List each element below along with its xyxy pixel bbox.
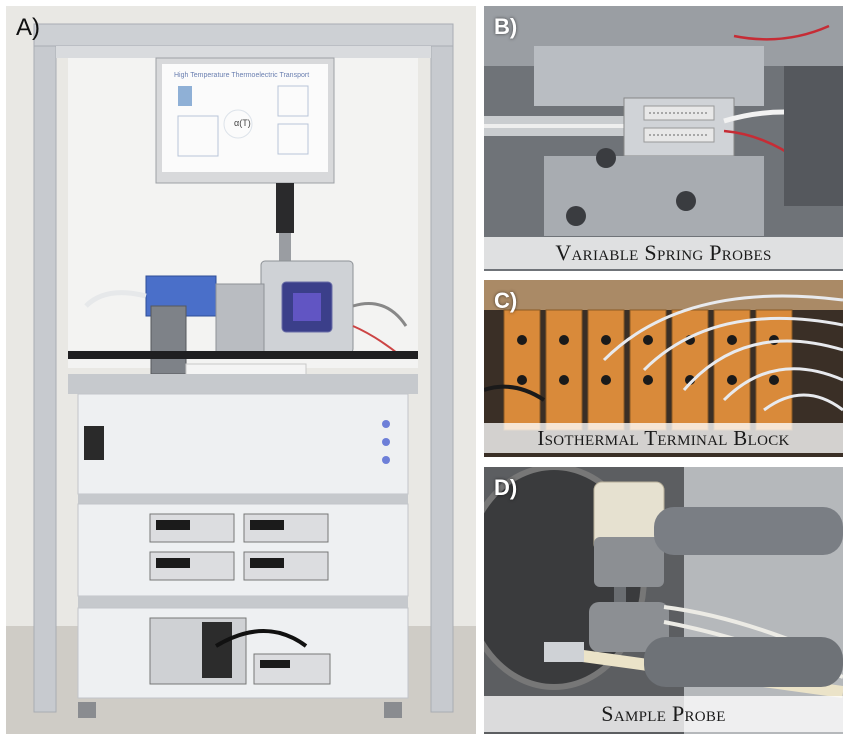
panel-c-label: C) — [494, 288, 518, 313]
frame-post-left — [33, 23, 57, 713]
panel-b-spring-probes: B) Variable Spring Probes — [484, 6, 843, 271]
panel-b-label: B) — [494, 14, 518, 39]
sample-probe-photo — [484, 467, 843, 734]
panel-a-instrument-rack: A) High Temperature Thermoelectric Trans… — [6, 6, 476, 734]
monitor-formula: α(T) — [234, 118, 251, 128]
panel-c-terminal-block: C) Isothermal Terminal Block — [484, 280, 843, 457]
meter-drawer — [77, 503, 409, 597]
panel-d-caption: Sample Probe — [484, 696, 843, 732]
panel-d-sample-probe: D) Sample Probe — [484, 467, 843, 734]
panel-b-caption: Variable Spring Probes — [484, 237, 843, 269]
panel-d-label: D) — [494, 475, 518, 500]
spring-probes-photo — [484, 6, 843, 271]
panel-c-caption: Isothermal Terminal Block — [484, 423, 843, 453]
frame-top-bar — [33, 23, 454, 47]
frame-post-right — [430, 23, 454, 713]
multimeter — [253, 653, 331, 685]
monitor-title: High Temperature Thermoelectric Transpor… — [174, 72, 310, 79]
meter-3 — [149, 551, 235, 581]
power-switch — [84, 426, 104, 460]
panel-a-label: A) — [16, 14, 40, 41]
instrument-rack-photo — [6, 6, 476, 734]
control-drawer — [77, 393, 409, 495]
